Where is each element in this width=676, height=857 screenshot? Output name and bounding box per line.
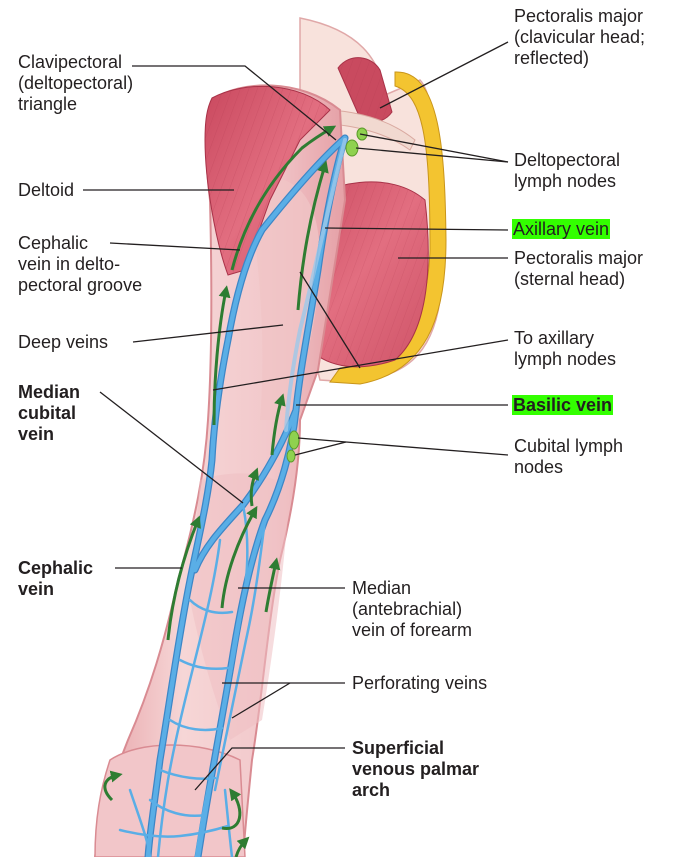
label-pectoralis-major-sternal: Pectoralis major (sternal head) xyxy=(514,248,644,289)
label-deep-veins: Deep veins xyxy=(18,332,109,352)
label-cubital-lymph-nodes: Cubital lymph nodes xyxy=(514,436,624,477)
label-cephalic-vein: Cephalic vein xyxy=(18,558,94,599)
label-deltopectoral-lymph-nodes: Deltopectoral lymph nodes xyxy=(514,150,621,191)
label-median-cubital-vein: Median cubital vein xyxy=(18,382,81,444)
label-cephalic-vein-groove: Cephalic vein in delto- pectoral groove xyxy=(18,233,143,295)
cubital-lymph-node xyxy=(288,430,300,450)
label-deltoid: Deltoid xyxy=(18,180,75,200)
label-axillary-vein: Axillary vein xyxy=(512,219,611,240)
basilic-vein-highlight: Basilic vein xyxy=(512,395,614,415)
leader-lines xyxy=(83,41,509,791)
label-clavipectoral-triangle: Clavipectoral (deltopectoral) triangle xyxy=(18,52,134,114)
deltoid-muscle xyxy=(204,85,331,276)
label-basilic-vein: Basilic vein xyxy=(512,395,614,416)
cubital-lymph-node xyxy=(286,449,296,463)
label-median-antebrachial-vein: Median (antebrachial) vein of forearm xyxy=(352,578,473,640)
label-to-axillary-lymph-nodes: To axillary lymph nodes xyxy=(514,328,617,369)
label-pectoralis-major-clavicular: Pectoralis major (clavicular head; refle… xyxy=(514,6,646,68)
veins xyxy=(118,134,349,857)
flow-arrows xyxy=(103,125,337,857)
axillary-vein-highlight: Axillary vein xyxy=(512,219,611,239)
label-superficial-venous-palmar-arch: Superficial venous palmar arch xyxy=(352,738,480,800)
label-perforating-veins: Perforating veins xyxy=(352,673,488,693)
